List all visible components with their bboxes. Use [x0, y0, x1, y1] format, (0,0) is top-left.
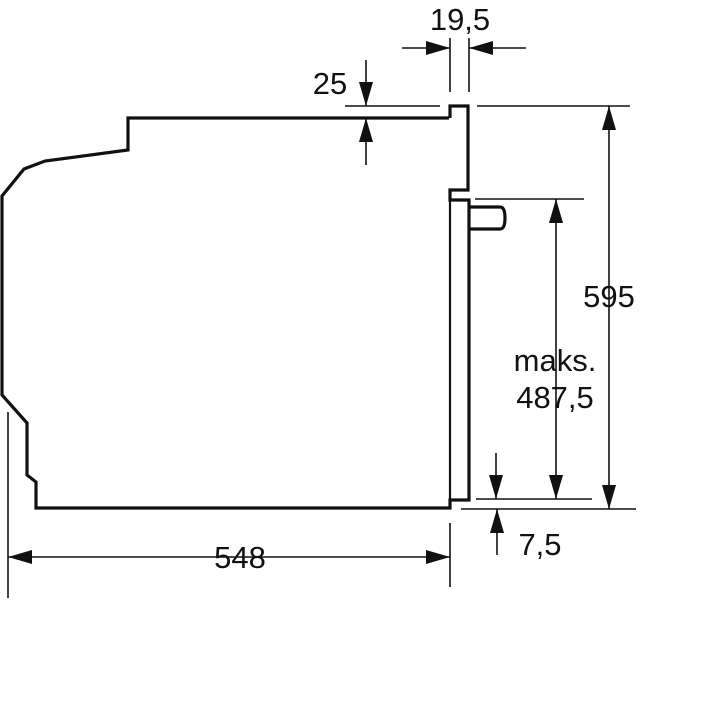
label-top-gap: 25	[313, 66, 347, 101]
label-total-height: 595	[583, 279, 635, 314]
label-bottom-offset: 7,5	[518, 527, 561, 562]
label-door-thickness: 19,5	[430, 2, 490, 37]
label-depth: 548	[214, 540, 266, 575]
oven-body-outline	[0, 104, 471, 510]
label-max-height: 487,5	[516, 380, 594, 415]
label-max: maks.	[514, 343, 597, 378]
knob	[469, 205, 507, 231]
